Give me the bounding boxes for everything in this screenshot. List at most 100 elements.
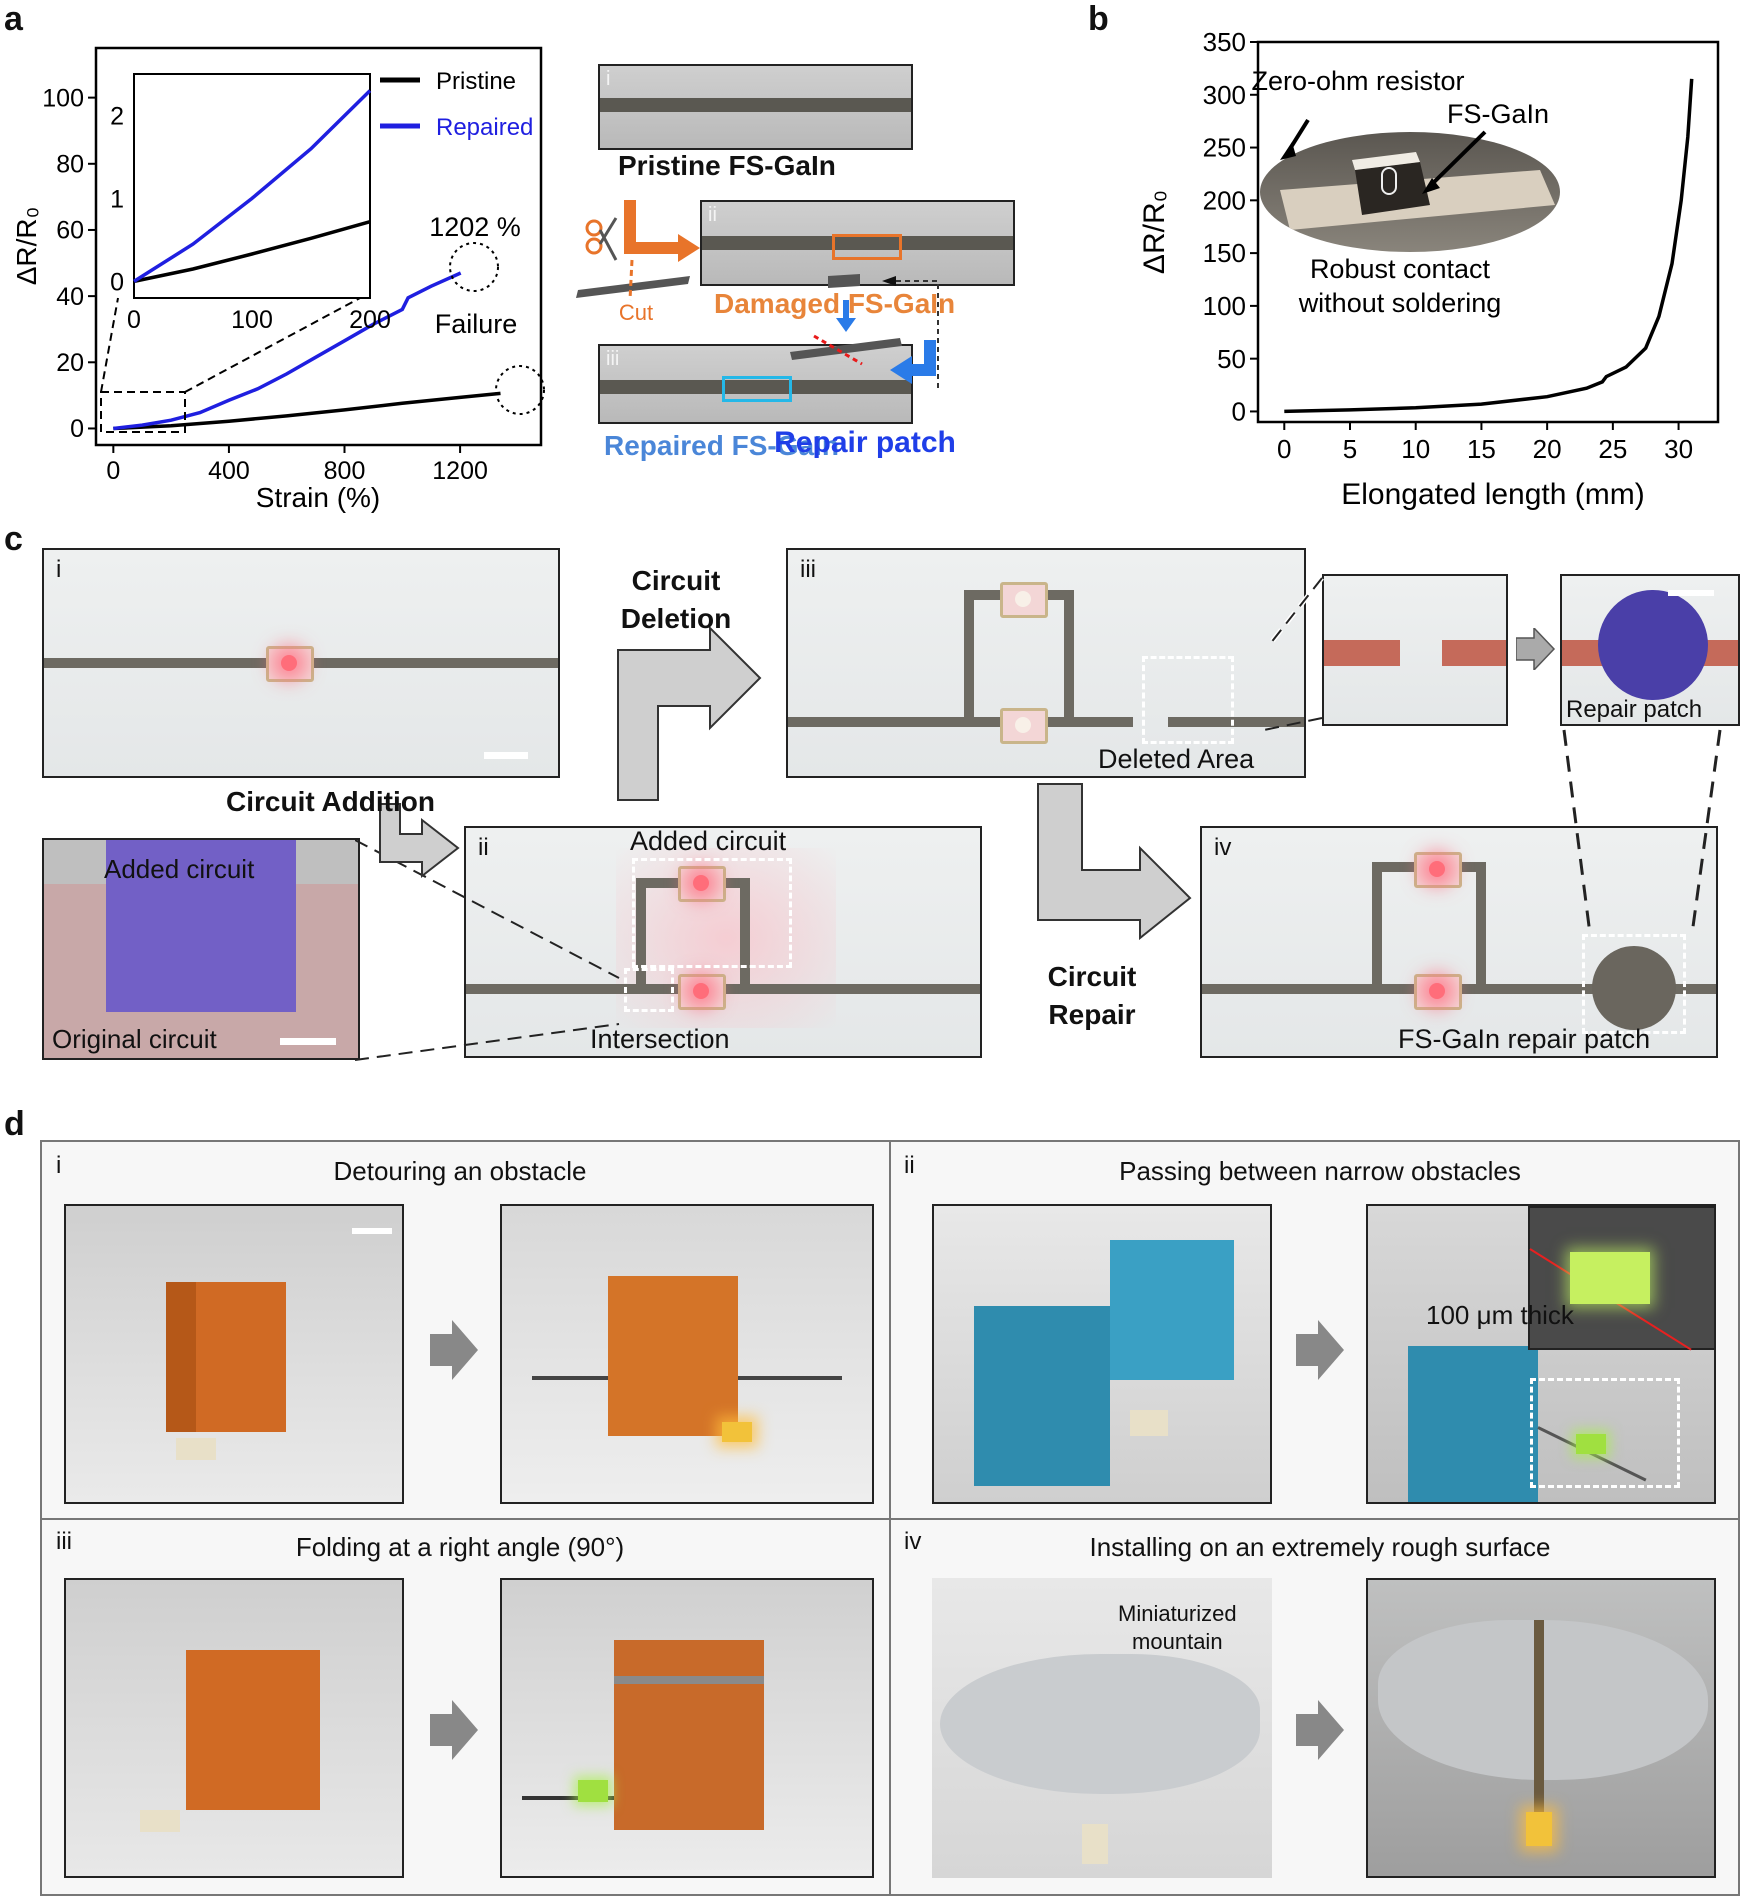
trace-over-cube [614, 1676, 764, 1684]
label-original-circuit: Original circuit [52, 1024, 217, 1054]
small-arrow-right [1516, 628, 1556, 670]
trace [600, 98, 911, 112]
blue-arrow-head [890, 356, 912, 384]
arrow-circuit-repair [1037, 783, 1192, 940]
led-chip [140, 1810, 180, 1832]
inset-y-tick-label: 2 [110, 102, 124, 130]
arrow-d-iii [430, 1700, 478, 1760]
zoom-box [1530, 1378, 1680, 1488]
x-tick-label: 30 [1664, 434, 1693, 464]
label-100um-thick: 100 μm thick [1426, 1300, 1574, 1330]
led-chip [1082, 1824, 1108, 1864]
x-tick-label: 800 [324, 457, 366, 485]
panel-label-c: c [4, 520, 23, 558]
cube-side [166, 1282, 196, 1432]
trace [600, 380, 911, 394]
repair-box [722, 376, 792, 402]
x-tick-label: 20 [1533, 434, 1562, 464]
y-tick-label: 0 [70, 415, 84, 443]
panel-a-annotation-1202: 1202 % [429, 212, 521, 242]
series-line-pristine [113, 391, 501, 431]
mountain [940, 1654, 1260, 1794]
cube-blue [1110, 1240, 1234, 1380]
label-repaired-fs-gain: Repaired FS-GaIn [604, 430, 839, 461]
label-intersection: Intersection [590, 1024, 730, 1054]
pointer-fs-gain [1426, 130, 1487, 190]
cube-orange [614, 1640, 764, 1830]
label-fs-gain: FS-GaIn [1447, 99, 1549, 129]
series-line-repaired [113, 271, 462, 431]
panel-b-plot-frame [1256, 40, 1720, 424]
label-mountain-1: Miniaturized [1118, 1601, 1237, 1626]
panel-b-series [1284, 78, 1694, 414]
led-chip [1130, 1410, 1168, 1436]
photo-c-iii: iii Deleted Area [786, 548, 1306, 778]
label-circuit-repair: Circuit Repair [1040, 958, 1144, 1034]
x-tick-label: 400 [208, 457, 250, 485]
panel-a-y-label: ΔR/R₀ [11, 207, 42, 286]
roman-d-i: i [56, 1152, 62, 1179]
title-d-iv: Installing on an extremely rough surface [1089, 1532, 1551, 1562]
panel-label-a: a [4, 0, 23, 38]
photo-damaged: ii [700, 200, 1015, 286]
led-chip [176, 1438, 216, 1460]
inset-y-tick-label: 0 [110, 268, 124, 296]
trace [636, 878, 646, 990]
photo-c-iv: iv FS-GaIn repair patch [1200, 826, 1718, 1058]
panel-a-x-label: Strain (%) [256, 482, 380, 513]
y-tick-label: 350 [1203, 27, 1246, 57]
photo-d-iv-before: Miniaturized mountain [932, 1578, 1272, 1878]
trace [1168, 717, 1304, 727]
panel-a-zoom-line-right [184, 297, 361, 393]
orange-arrow-head [678, 234, 700, 262]
arrow-circuit-deletion [617, 625, 762, 801]
led-lit [678, 974, 726, 1010]
y-tick-label: 20 [56, 349, 84, 377]
patch-down-arrow-head [836, 318, 856, 332]
cut-strip [576, 276, 690, 298]
photo-repaired: iii [598, 344, 913, 424]
patch-piece [828, 274, 860, 288]
panel-a-plot-frame [94, 46, 543, 447]
panel-b-y-label: ΔR/R₀ [1138, 190, 1171, 274]
led-chip-lit [1526, 1812, 1552, 1846]
led-chip-lit [722, 1422, 752, 1442]
label-circuit-deletion: Circuit Deletion [612, 562, 740, 638]
panel-a-series [113, 271, 501, 431]
arrow-d-iv [1296, 1700, 1344, 1760]
x-tick-label: 10 [1401, 434, 1430, 464]
y-tick-label: 60 [56, 217, 84, 245]
y-tick-label: 250 [1203, 133, 1246, 163]
panel-d-hdivider [40, 1518, 1740, 1520]
label-circuit-deletion-1: Circuit [631, 565, 721, 596]
y-tick-label: 200 [1203, 185, 1246, 215]
photo-d-ii-before [932, 1204, 1272, 1504]
patch-path [896, 280, 939, 390]
trace [964, 590, 974, 722]
label-mountain-2: mountain [1132, 1629, 1223, 1654]
orange-arrow [624, 200, 680, 254]
legend-repaired-label: Repaired [436, 114, 533, 141]
roman-c-iv: iv [1214, 834, 1232, 861]
y-tick-label: 80 [56, 151, 84, 179]
label-without-soldering: without soldering [1298, 288, 1502, 318]
arrow-circuit-addition [379, 803, 460, 879]
led-lit [1414, 974, 1462, 1010]
label-deleted-area: Deleted Area [1098, 744, 1255, 774]
roman-i: i [606, 68, 611, 90]
panel-label-b: b [1088, 0, 1109, 38]
inset-y-tick-label: 1 [110, 185, 124, 213]
panel-a-inset-frame [133, 73, 371, 299]
photo-c-deleted-zoom [1322, 574, 1508, 726]
photo-pristine: i [598, 64, 913, 150]
photo-c-i: i [42, 548, 560, 778]
scale-bar [484, 752, 528, 759]
led-closeup [1570, 1252, 1650, 1304]
label-added-circuit: Added circuit [630, 826, 787, 856]
x-tick-label: 0 [1277, 434, 1291, 464]
